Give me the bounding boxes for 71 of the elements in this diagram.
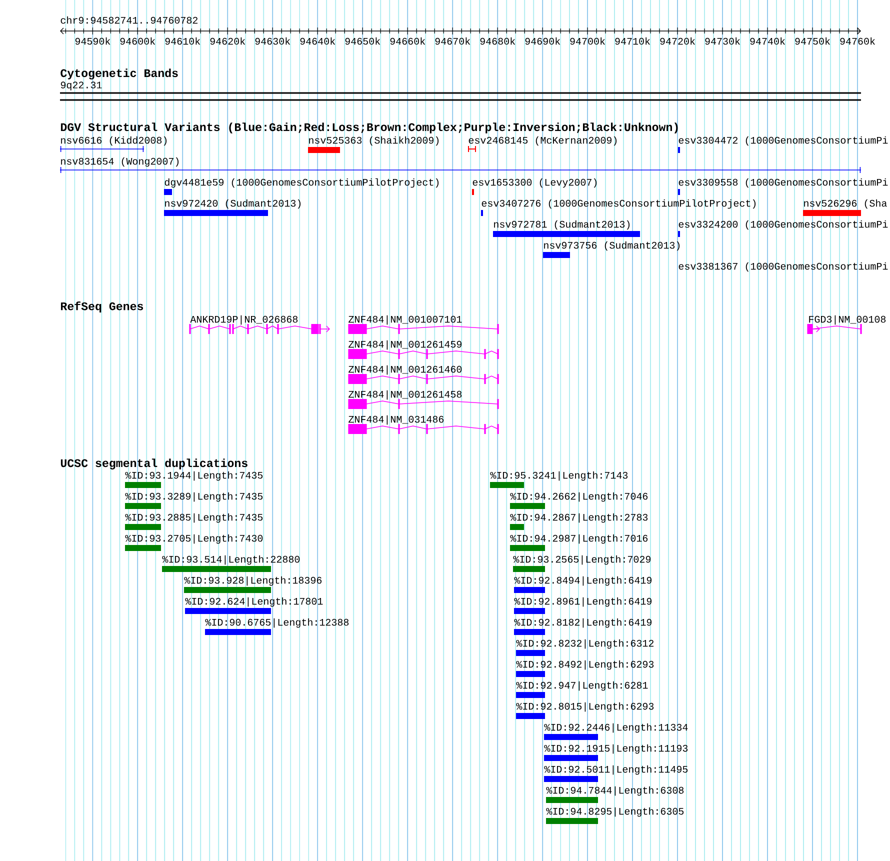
feature-label: esv3304472 (1000GenomesConsortiumPi: [678, 136, 888, 146]
feature-label: %ID:92.8232|Length:6312: [516, 639, 654, 649]
tick-label: 94670k: [435, 37, 470, 45]
feature-label: nsv972420 (Sudmant2013): [165, 199, 301, 209]
feature-label: %ID:92.5011|Length:11495: [544, 765, 688, 775]
tick-label: 94700k: [570, 37, 605, 45]
position-label: chr9:94582741..94760782: [60, 16, 198, 24]
feature-label: esv1653300 (Levy2007): [472, 178, 597, 188]
feature-label: %ID:93.514|Length:22880: [162, 555, 300, 565]
feature-label: %ID:93.928|Length:18396: [184, 576, 322, 586]
feature-label: esv3309558 (1000GenomesConsortiumPi: [678, 178, 888, 188]
feature-label: %ID:93.1944|Length:7435: [125, 471, 263, 481]
tick-label: 94740k: [750, 37, 785, 45]
tick-label: 94640k: [300, 37, 336, 45]
band-label: 9q22.31: [60, 82, 102, 90]
feature-label: ZNF484|NM_001261460: [348, 365, 462, 375]
tick-label: 94750k: [795, 37, 830, 45]
feature-label: ZNF484|NM_001261459: [348, 340, 462, 350]
feature-label: %ID:92.8492|Length:6293: [516, 660, 654, 670]
feature-label: esv2468145 (McKernan2009): [468, 136, 617, 146]
feature-label: %ID:93.2705|Length:7430: [125, 534, 263, 544]
tick-label: 94630k: [255, 37, 290, 45]
tick-label: 94680k: [480, 37, 516, 45]
feature-label: nsv6616 (Kidd2008): [61, 136, 167, 146]
tick-label: 94690k: [525, 37, 560, 45]
feature-label: %ID:92.1915|Length:11193: [544, 744, 688, 754]
track-title: RefSeq Genes: [60, 302, 144, 312]
feature-label: %ID:92.8015|Length:6293: [516, 702, 654, 712]
feature-label: esv3381367 (1000GenomesConsortiumPi: [678, 262, 888, 272]
tick-label: 94650k: [345, 37, 380, 45]
feature-label: nsv525363 (Shaikh2009): [309, 136, 439, 146]
feature-label: %ID:92.8494|Length:6419: [514, 576, 652, 586]
tick-label: 94710k: [615, 37, 650, 45]
tick-label: 94760k: [840, 37, 875, 45]
feature-label: %ID:92.2446|Length:11334: [544, 723, 688, 733]
tick-label: 94600k: [120, 37, 156, 45]
feature-label: %ID:93.3289|Length:7435: [125, 492, 263, 502]
feature-label: ZNF484|NM_001261458: [348, 390, 462, 400]
feature-label: nsv973756 (Sudmant2013): [544, 241, 680, 251]
feature-label: %ID:94.2867|Length:2783: [510, 513, 648, 523]
feature-label: ZNF484|NM_031486: [348, 415, 444, 425]
tick-label: 94720k: [660, 37, 695, 45]
feature-label: %ID:92.8182|Length:6419: [514, 618, 652, 628]
feature-label: ANKRD19P|NR_026868: [190, 315, 298, 325]
feature-label: %ID:92.624|Length:17801: [185, 597, 323, 607]
feature-label: %ID:95.3241|Length:7143: [490, 471, 628, 481]
tick-label: 94730k: [705, 37, 740, 45]
feature-label: esv3407276 (1000GenomesConsortiumPilotProject): [482, 199, 756, 209]
tick-label: 94590k: [75, 37, 110, 45]
feature-label: esv3324200 (1000GenomesConsortiumPi: [678, 220, 888, 230]
track-title: UCSC segmental duplications: [60, 458, 248, 470]
feature-label: %ID:93.2885|Length:7435: [125, 513, 263, 523]
feature-label: FGD3|NM_00108: [809, 315, 886, 325]
feature-label: %ID:94.2662|Length:7046: [510, 492, 648, 502]
feature-label: %ID:94.7844|Length:6308: [546, 786, 684, 796]
feature-label: %ID:93.2565|Length:7029: [513, 555, 651, 565]
tick-label: 94610k: [165, 37, 200, 45]
feature-label: nsv831654 (Wong2007): [61, 157, 179, 167]
feature-label: nsv526296 (Sha: [804, 199, 887, 209]
feature-label: ZNF484|NM_001007101: [348, 315, 462, 325]
feature-label: %ID:94.8295|Length:6305: [546, 807, 684, 817]
track-title: Cytogenetic Bands: [60, 68, 178, 80]
tick-label: 94660k: [390, 37, 426, 45]
track-title: DGV Structural Variants (Blue:Gain;Red:Loss;Brown:Complex;Purple:Inversion;Black:Unknown): [60, 122, 678, 134]
feature-label: %ID:94.2987|Length:7016: [510, 534, 648, 544]
feature-label: %ID:92.8961|Length:6419: [514, 597, 652, 607]
feature-label: nsv972781 (Sudmant2013): [494, 220, 630, 230]
feature-label: %ID:90.6765|Length:12388: [205, 618, 349, 628]
feature-label: %ID:92.947|Length:6281: [516, 681, 648, 691]
tick-label: 94620k: [210, 37, 246, 45]
feature-label: dgv4481e59 (1000GenomesConsortiumPilotProject): [164, 178, 439, 188]
